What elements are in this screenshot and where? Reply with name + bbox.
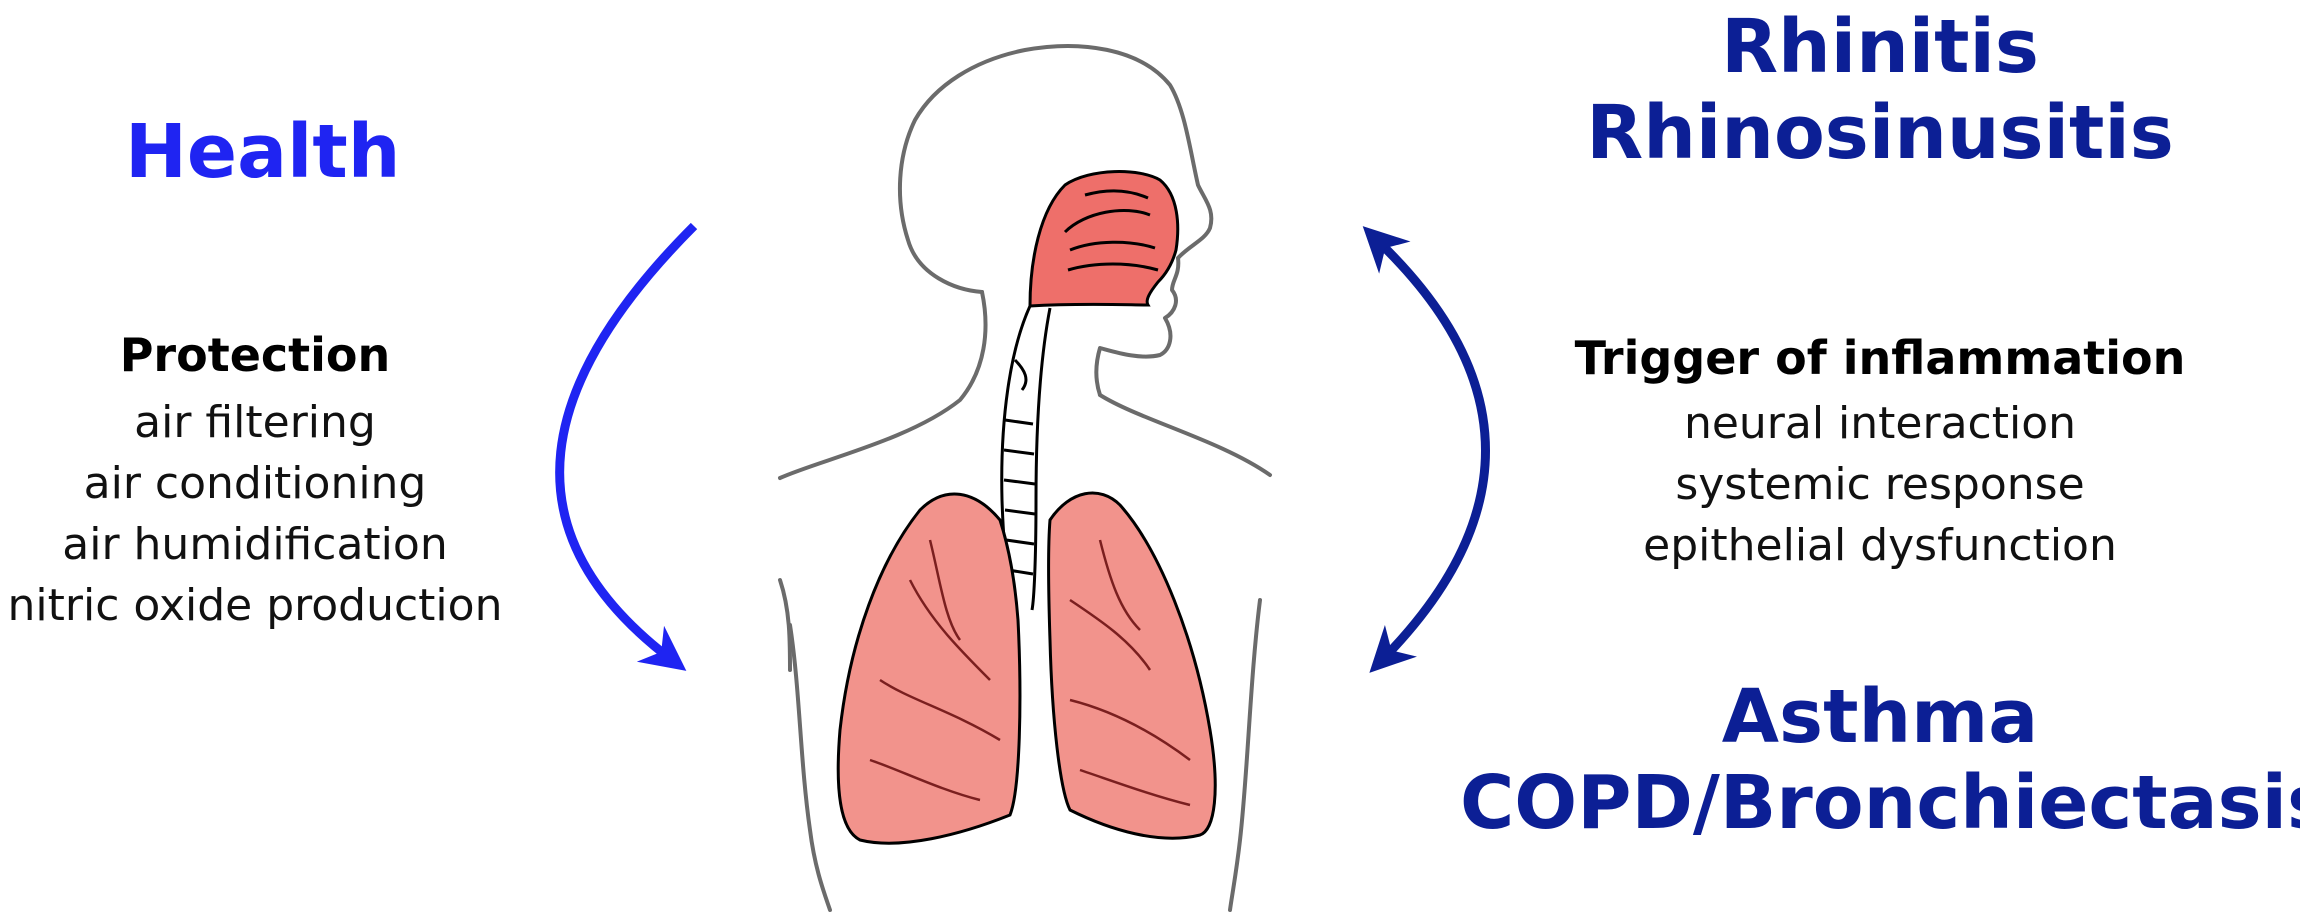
inflammation-double-arrow <box>1382 245 1486 660</box>
right-lung <box>1049 493 1216 838</box>
nasal-cavity <box>1030 172 1178 306</box>
left-lung <box>838 494 1020 843</box>
protection-arrow <box>560 226 694 660</box>
